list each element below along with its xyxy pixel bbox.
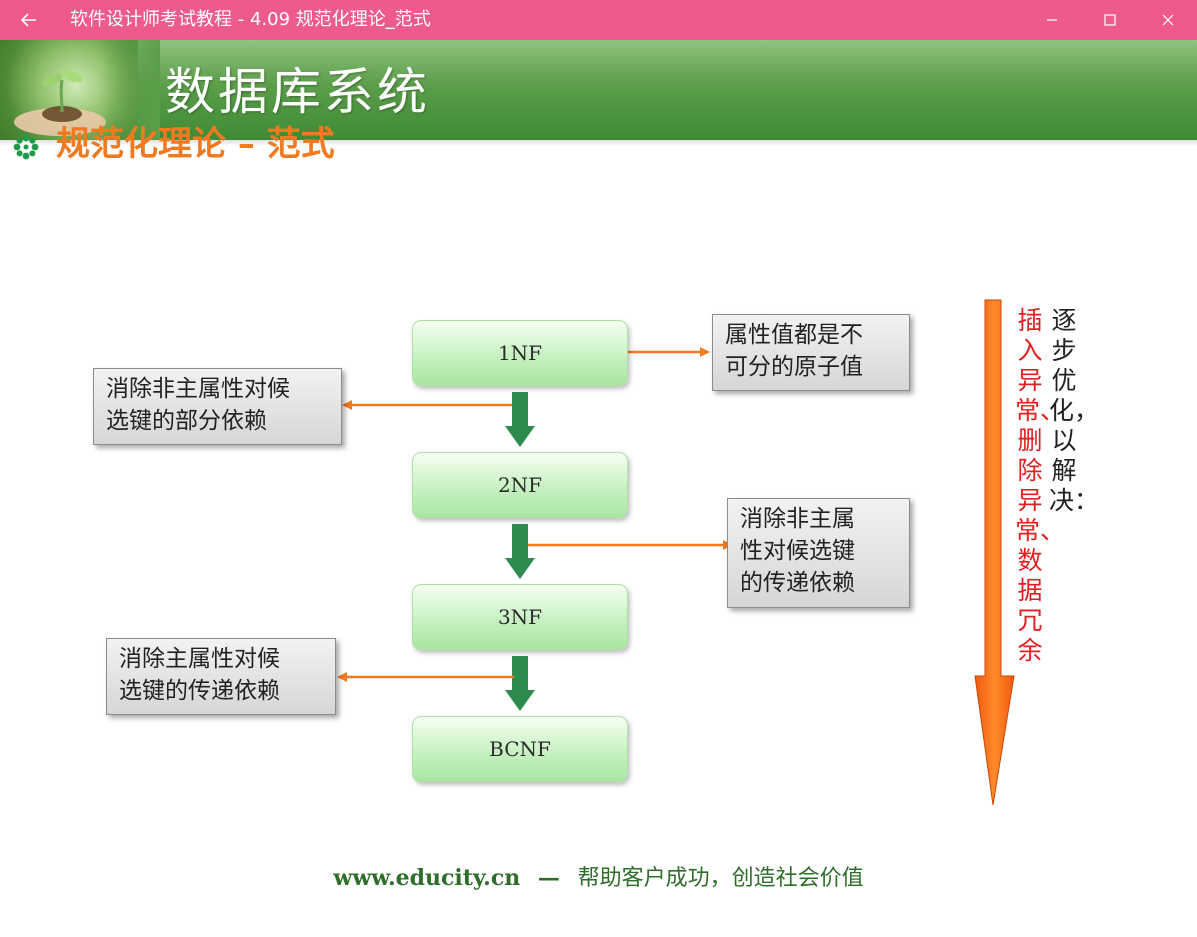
- close-icon: [1162, 14, 1174, 26]
- slide-footer: www.educity.cn — 帮助客户成功，创造社会价值: [0, 860, 1197, 892]
- note-atomic-values: 属性值都是不 可分的原子值: [712, 314, 910, 391]
- back-button[interactable]: [0, 0, 58, 40]
- nf-box-bcnf: BCNF: [412, 716, 628, 782]
- nf-box-3nf: 3NF: [412, 584, 628, 650]
- optimize-text: 逐步优化，以解决：: [1049, 306, 1100, 515]
- maximize-icon: [1104, 14, 1116, 26]
- note-partial-dependency: 消除非主属性对候 选键的部分依赖: [93, 368, 342, 445]
- minimize-icon: [1047, 19, 1057, 21]
- window-title: 软件设计师考试教程 - 4.09 规范化理论_范式: [70, 9, 431, 30]
- banner-title: 数据库系统: [165, 63, 430, 121]
- footer-url: www.educity.cn: [333, 865, 521, 891]
- nf-box-1nf: 1NF: [412, 320, 628, 386]
- footer-slogan: 帮助客户成功，创造社会价值: [577, 866, 864, 891]
- note-transitive-prime: 消除主属性对候 选键的传递依赖: [106, 638, 336, 715]
- slide-banner: 数据库系统: [0, 40, 1197, 140]
- minimize-button[interactable]: [1023, 0, 1081, 40]
- flower-bullet-icon: [13, 134, 39, 160]
- nf-box-2nf: 2NF: [412, 452, 628, 518]
- anomalies-text: 插入异常、删除异常、数据冗余: [1015, 306, 1066, 665]
- maximize-button[interactable]: [1081, 0, 1139, 40]
- title-bar: 软件设计师考试教程 - 4.09 规范化理论_范式: [0, 0, 1197, 40]
- footer-separator: —: [537, 865, 560, 891]
- note-transitive-nonprime: 消除非主属 性对候选键 的传递依赖: [727, 498, 910, 608]
- close-button[interactable]: [1139, 0, 1197, 40]
- back-arrow-icon: [20, 13, 36, 27]
- section-title: 规范化理论 – 范式: [56, 124, 335, 164]
